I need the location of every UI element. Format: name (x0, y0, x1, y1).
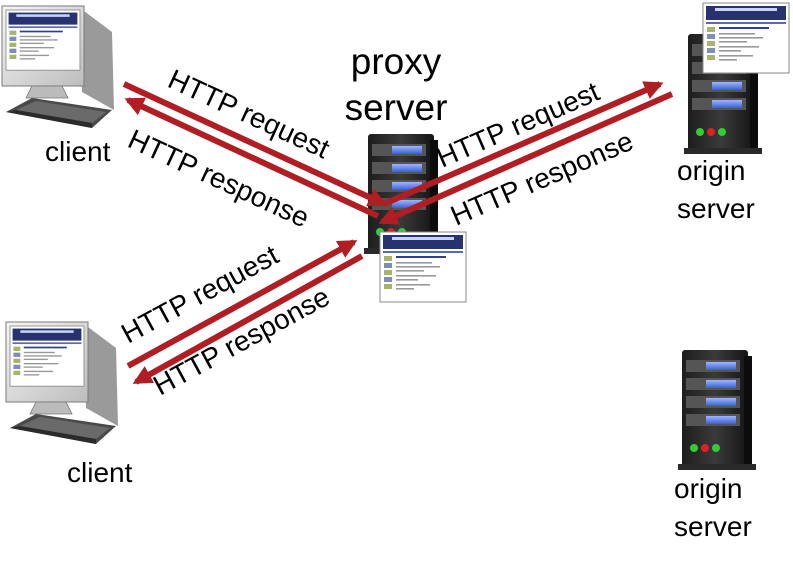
client-top-computer-icon (2, 6, 114, 128)
arrow-client-bottom-request (126, 239, 358, 369)
arrow-origin-response (378, 91, 674, 225)
arrow-client-bottom-response (132, 253, 364, 385)
origin-server-bottom-icon (678, 350, 756, 470)
client-top-label: client (45, 136, 111, 167)
origin-top-label-line2: server (677, 193, 755, 224)
origin-bottom-label-line1: origin (674, 473, 742, 504)
origin-bottom-label-line2: server (674, 511, 752, 542)
arrow-client-top-request (122, 81, 388, 207)
proxy-cache-webpage-icon (379, 231, 467, 303)
arrow-origin-request (382, 81, 664, 207)
proxy-label-line1: proxy (351, 41, 442, 82)
arrow-client-top-response (124, 97, 380, 219)
origin-top-webpage-icon (702, 2, 790, 74)
origin-top-label-line1: origin (677, 155, 745, 186)
client-bottom-computer-icon (6, 322, 118, 444)
proxy-label-line2: server (345, 87, 448, 128)
client-bottom-label: client (67, 457, 133, 488)
